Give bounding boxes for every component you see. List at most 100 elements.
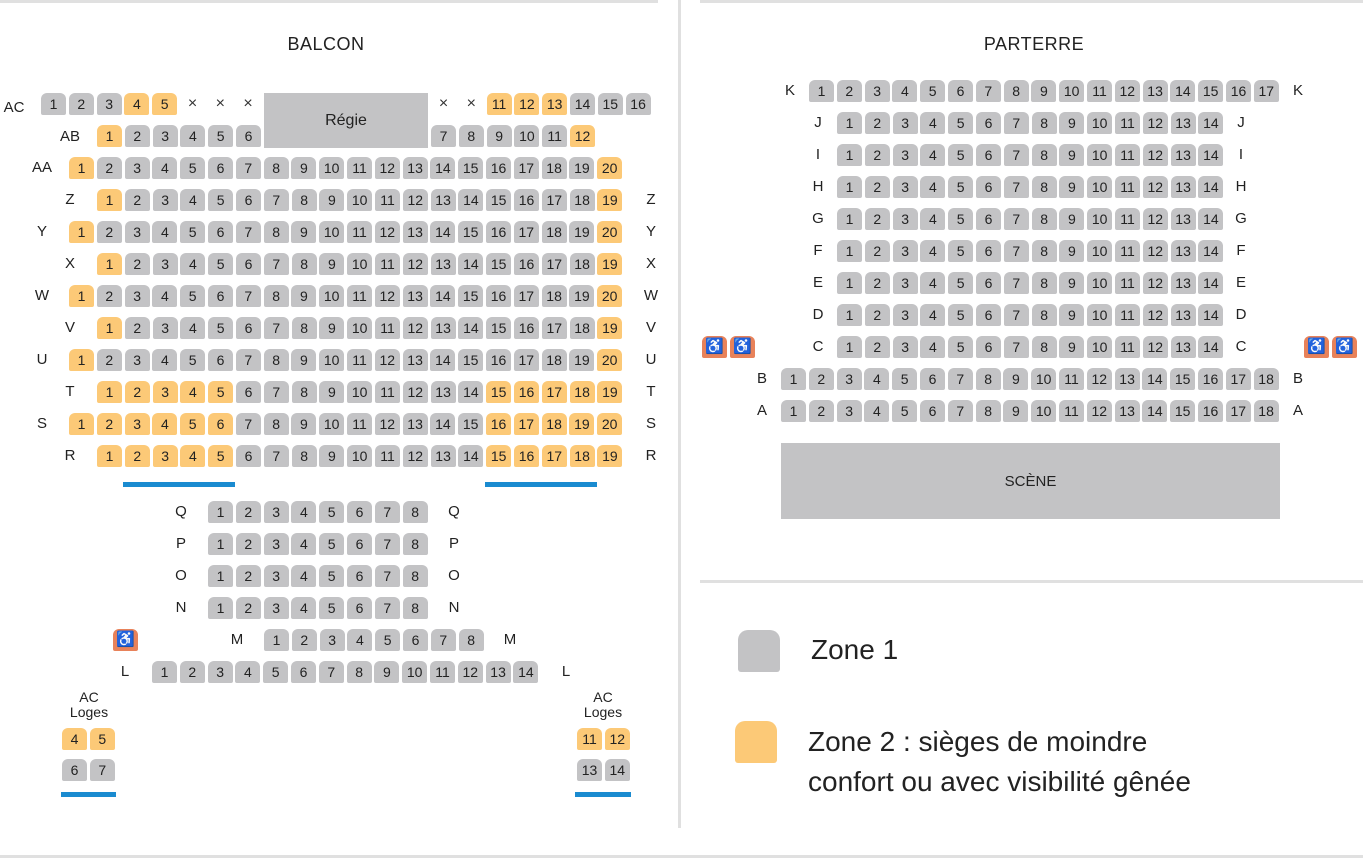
- seat-AB-3[interactable]: 3: [152, 125, 178, 147]
- parterre-seat-B-4[interactable]: 4: [864, 368, 890, 390]
- seat-Q-3[interactable]: 3: [263, 501, 289, 523]
- parterre-seat-I-7[interactable]: 7: [1003, 144, 1029, 166]
- seat-M-5[interactable]: 5: [375, 629, 401, 651]
- seat-P-1[interactable]: 1: [208, 533, 233, 555]
- seat-S-5[interactable]: 5: [180, 413, 206, 435]
- parterre-seat-G-7[interactable]: 7: [1003, 208, 1029, 230]
- parterre-seat-F-9[interactable]: 9: [1059, 240, 1085, 262]
- seat-R-7[interactable]: 7: [263, 445, 289, 467]
- seat-Q-8[interactable]: 8: [402, 501, 428, 523]
- seat-R-9[interactable]: 9: [319, 445, 345, 467]
- seat-R-4[interactable]: 4: [180, 445, 206, 467]
- seat-L-9[interactable]: 9: [374, 661, 400, 683]
- parterre-seat-G-3[interactable]: 3: [892, 208, 918, 230]
- parterre-seat-F-6[interactable]: 6: [976, 240, 1001, 262]
- seat-V-3[interactable]: 3: [152, 317, 178, 339]
- seat-R-11[interactable]: 11: [375, 445, 400, 467]
- parterre-seat-B-16[interactable]: 16: [1198, 368, 1223, 390]
- seat-AC-r5[interactable]: 13: [542, 93, 568, 115]
- parterre-seat-F-2[interactable]: 2: [864, 240, 890, 262]
- parterre-seat-H-11[interactable]: 11: [1115, 176, 1140, 198]
- seat-U-11[interactable]: 11: [347, 349, 372, 371]
- seat-AC-4[interactable]: 4: [124, 93, 150, 115]
- parterre-seat-F-14[interactable]: 14: [1198, 240, 1224, 262]
- seat-P-7[interactable]: 7: [374, 533, 400, 555]
- seat-T-6[interactable]: 6: [236, 381, 261, 403]
- seat-X-9[interactable]: 9: [319, 253, 345, 275]
- seat-X-7[interactable]: 7: [263, 253, 289, 275]
- parterre-seat-J-9[interactable]: 9: [1059, 112, 1085, 134]
- seat-X-17[interactable]: 17: [541, 253, 567, 275]
- parterre-seat-F-8[interactable]: 8: [1031, 240, 1057, 262]
- seat-X-8[interactable]: 8: [291, 253, 317, 275]
- seat-Y-6[interactable]: 6: [208, 221, 233, 243]
- parterre-seat-D-9[interactable]: 9: [1059, 304, 1085, 326]
- seat-AB-4[interactable]: 4: [180, 125, 206, 147]
- seat-X-19[interactable]: 19: [597, 253, 623, 275]
- seat-S-15[interactable]: 15: [458, 413, 484, 435]
- parterre-seat-I-2[interactable]: 2: [864, 144, 890, 166]
- seat-V-8[interactable]: 8: [291, 317, 317, 339]
- seat-W-19[interactable]: 19: [569, 285, 595, 307]
- seat-W-6[interactable]: 6: [208, 285, 233, 307]
- seat-V-11[interactable]: 11: [375, 317, 400, 339]
- seat-M-3[interactable]: 3: [319, 629, 345, 651]
- seat-AC-1[interactable]: 1: [41, 93, 66, 115]
- parterre-seat-K-12[interactable]: 12: [1114, 80, 1140, 102]
- parterre-seat-A-14[interactable]: 14: [1142, 400, 1168, 422]
- seat-AB-6[interactable]: 6: [236, 125, 261, 147]
- seat-R-10[interactable]: 10: [347, 445, 373, 467]
- seat-N-4[interactable]: 4: [291, 597, 317, 619]
- parterre-seat-E-4[interactable]: 4: [920, 272, 946, 294]
- parterre-seat-E-8[interactable]: 8: [1031, 272, 1057, 294]
- parterre-seat-D-14[interactable]: 14: [1198, 304, 1224, 326]
- loge-seat-4[interactable]: 4: [62, 728, 87, 750]
- seat-Q-4[interactable]: 4: [291, 501, 317, 523]
- seat-Z-11[interactable]: 11: [375, 189, 400, 211]
- seat-M-8[interactable]: 8: [458, 629, 484, 651]
- parterre-seat-H-9[interactable]: 9: [1059, 176, 1085, 198]
- parterre-seat-C-6[interactable]: 6: [976, 336, 1001, 358]
- seat-T-15[interactable]: 15: [486, 381, 512, 403]
- parterre-seat-C-3[interactable]: 3: [892, 336, 918, 358]
- seat-Y-18[interactable]: 18: [541, 221, 567, 243]
- seat-L-8[interactable]: 8: [346, 661, 372, 683]
- seat-L-11[interactable]: 11: [430, 661, 455, 683]
- seat-U-15[interactable]: 15: [458, 349, 484, 371]
- parterre-seat-F-10[interactable]: 10: [1087, 240, 1113, 262]
- parterre-seat-B-7[interactable]: 7: [947, 368, 973, 390]
- parterre-seat-D-2[interactable]: 2: [864, 304, 890, 326]
- seat-Q-1[interactable]: 1: [208, 501, 233, 523]
- seat-R-6[interactable]: 6: [236, 445, 261, 467]
- parterre-seat-J-2[interactable]: 2: [864, 112, 890, 134]
- seat-N-1[interactable]: 1: [208, 597, 233, 619]
- parterre-seat-K-14[interactable]: 14: [1170, 80, 1196, 102]
- seat-X-15[interactable]: 15: [486, 253, 512, 275]
- seat-Z-12[interactable]: 12: [402, 189, 428, 211]
- seat-U-5[interactable]: 5: [180, 349, 206, 371]
- seat-V-18[interactable]: 18: [569, 317, 595, 339]
- seat-N-3[interactable]: 3: [263, 597, 289, 619]
- parterre-seat-K-7[interactable]: 7: [975, 80, 1001, 102]
- seat-N-2[interactable]: 2: [235, 597, 261, 619]
- seat-W-8[interactable]: 8: [263, 285, 289, 307]
- parterre-seat-A-8[interactable]: 8: [975, 400, 1001, 422]
- parterre-seat-A-4[interactable]: 4: [864, 400, 890, 422]
- seat-S-7[interactable]: 7: [235, 413, 261, 435]
- seat-X-11[interactable]: 11: [375, 253, 400, 275]
- seat-V-7[interactable]: 7: [263, 317, 289, 339]
- parterre-seat-H-13[interactable]: 13: [1170, 176, 1196, 198]
- seat-Y-20[interactable]: 20: [597, 221, 623, 243]
- seat-T-16[interactable]: 16: [514, 381, 539, 403]
- parterre-seat-G-4[interactable]: 4: [920, 208, 946, 230]
- seat-T-7[interactable]: 7: [263, 381, 289, 403]
- loge-seat-11[interactable]: 11: [577, 728, 602, 750]
- parterre-seat-E-3[interactable]: 3: [892, 272, 918, 294]
- seat-Z-17[interactable]: 17: [541, 189, 567, 211]
- parterre-seat-E-2[interactable]: 2: [864, 272, 890, 294]
- seat-R-18[interactable]: 18: [569, 445, 595, 467]
- seat-AB-7[interactable]: 7: [431, 125, 456, 147]
- seat-R-19[interactable]: 19: [597, 445, 623, 467]
- parterre-seat-B-17[interactable]: 17: [1225, 368, 1251, 390]
- seat-P-8[interactable]: 8: [402, 533, 428, 555]
